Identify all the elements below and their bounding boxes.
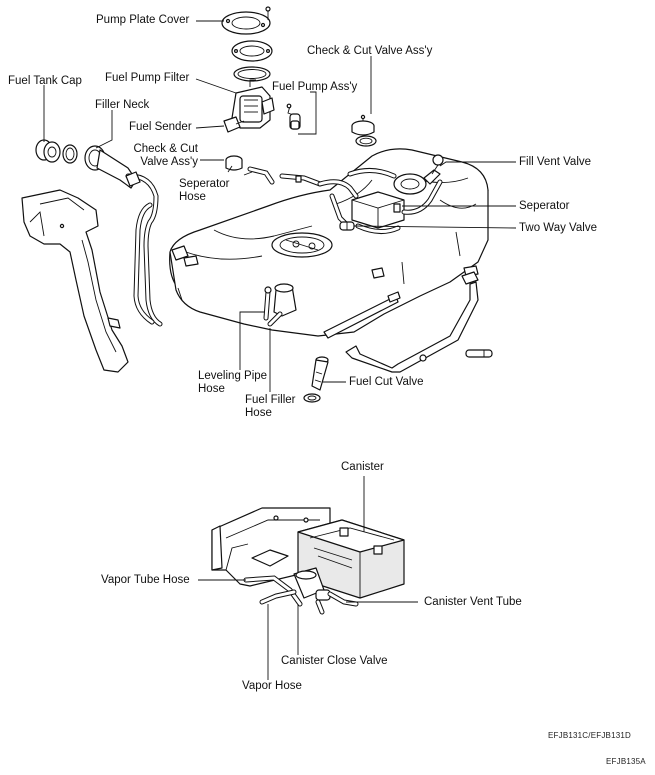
label-check-cut-valve-top: Check & Cut Valve Ass'y	[307, 45, 433, 57]
label-filler-neck: Filler Neck	[95, 99, 150, 111]
leveling-pipe-hose-part	[263, 286, 272, 321]
label-leveling-pipe-hose: Leveling Pipe Hose	[198, 370, 267, 396]
filler-neck-part	[84, 145, 163, 327]
canister-part	[297, 519, 405, 599]
label-fuel-cut-valve: Fuel Cut Valve	[349, 376, 424, 388]
pump-plate-cover-part	[221, 6, 271, 35]
label-check-cut-valve-left-line2: Valve Ass'y	[140, 156, 198, 168]
label-vapor-hose: Vapor Hose	[242, 680, 302, 692]
strap-bolt-part	[419, 349, 493, 362]
label-fuel-pump-filter: Fuel Pump Filter	[105, 72, 190, 84]
check-cut-valve-top-part	[351, 114, 377, 147]
label-fuel-pump-assy: Fuel Pump Ass'y	[272, 81, 358, 93]
label-canister-vent-tube: Canister Vent Tube	[424, 596, 522, 608]
label-separator: Seperator	[519, 200, 570, 212]
fuel-sender-part	[223, 116, 245, 133]
check-cut-valve-left-part	[225, 155, 243, 173]
separator-hose-part	[247, 166, 323, 187]
fuel-filler-hose-part	[267, 283, 297, 327]
label-pump-plate-cover: Pump Plate Cover	[96, 14, 190, 26]
label-fuel-sender: Fuel Sender	[129, 121, 192, 133]
fuel-tank-part	[169, 148, 489, 337]
label-fuel-tank-cap: Fuel Tank Cap	[8, 75, 82, 87]
reference-code-2: EFJB135A	[606, 757, 646, 766]
fuel-pump-assy-part	[286, 103, 301, 130]
label-check-cut-valve-left: Check & Cut Valve Ass'y	[120, 143, 198, 169]
reference-code-1: EFJB131C/EFJB131D	[548, 731, 631, 740]
label-check-cut-valve-left-line1: Check & Cut	[133, 143, 198, 155]
pump-gasket-part	[231, 40, 273, 62]
canister-close-valve-part	[293, 567, 331, 601]
fuel-cut-valve-part	[303, 356, 329, 403]
leader-lines	[43, 20, 517, 680]
label-fuel-filler-hose: Fuel Filler Hose	[245, 394, 295, 420]
label-separator-hose: Seperator Hose	[179, 178, 230, 204]
tank-strap-front-part	[323, 291, 401, 339]
separator-part	[351, 191, 405, 229]
filler-pipe-part	[21, 189, 129, 373]
two-way-valve-part	[339, 221, 355, 231]
label-vapor-tube-hose: Vapor Tube Hose	[101, 574, 190, 586]
tank-strap-rear-part	[345, 271, 479, 373]
label-canister-close-valve: Canister Close Valve	[281, 655, 388, 667]
label-fuel-filler-hose-line1: Fuel Filler	[245, 394, 296, 406]
fill-vent-valve-part	[393, 154, 444, 195]
pump-seal-ring-part	[233, 66, 271, 82]
label-separator-hose-line2: Hose	[179, 191, 206, 203]
label-two-way-valve: Two Way Valve	[519, 222, 597, 234]
label-leveling-pipe-hose-line1: Leveling Pipe	[198, 370, 268, 382]
label-leveling-pipe-hose-line2: Hose	[198, 383, 225, 395]
fuel-tank-cap-ring-part	[62, 144, 78, 164]
canister-hoses-part	[243, 575, 359, 615]
label-canister: Canister	[341, 461, 384, 473]
label-fill-vent-valve: Fill Vent Valve	[519, 156, 592, 168]
fuel-pump-filter-part	[231, 79, 275, 129]
fuel-tank-cap-part	[35, 139, 61, 163]
label-fuel-filler-hose-line2: Hose	[245, 407, 272, 419]
label-separator-hose-line1: Seperator	[179, 178, 230, 190]
